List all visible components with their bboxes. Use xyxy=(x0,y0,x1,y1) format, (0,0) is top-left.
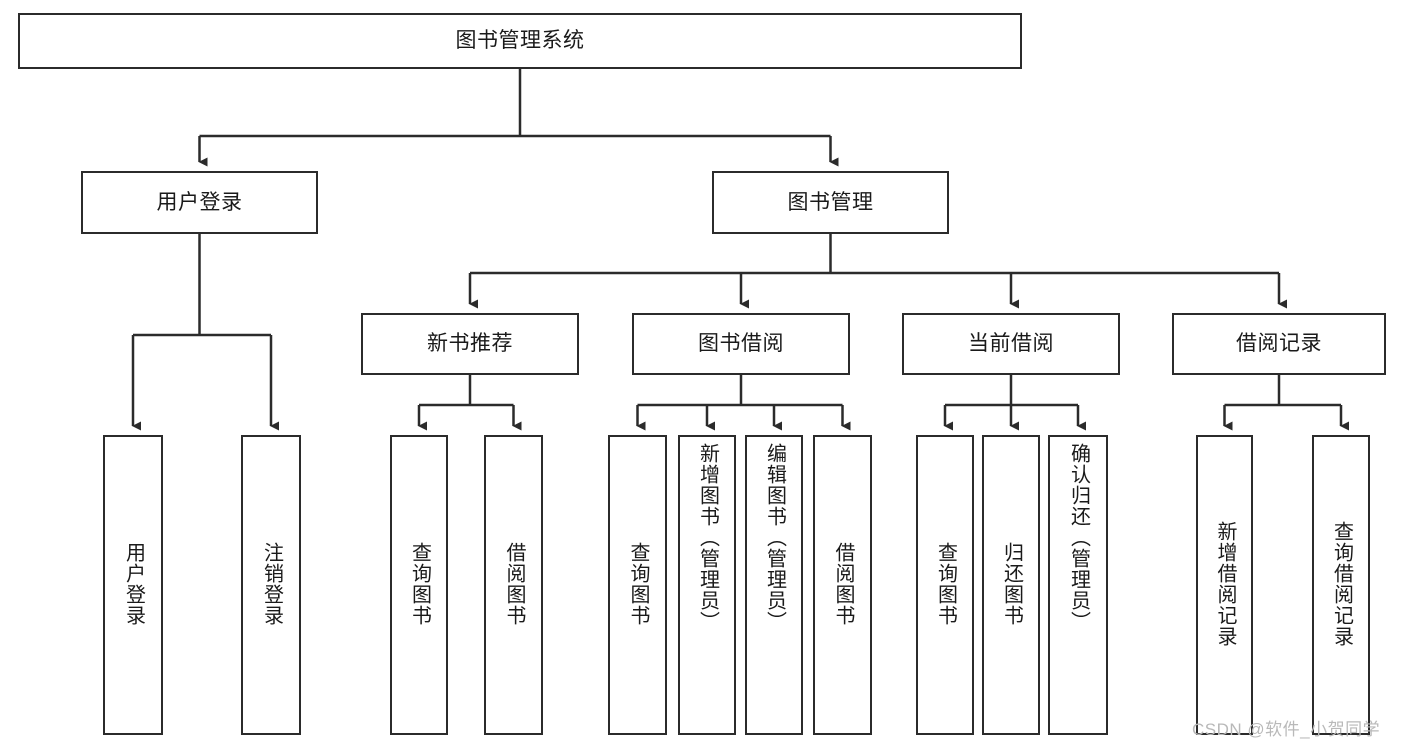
csdn-watermark: CSDN @软件_小贺同学 xyxy=(1192,720,1381,739)
node-label: 图书管理 xyxy=(787,190,874,214)
node-leaf-query-book-current[interactable]: 查询图书 xyxy=(916,435,974,735)
node-book-manage[interactable]: 图书管理 xyxy=(712,171,949,234)
node-leaf-query-book-rec[interactable]: 查询图书 xyxy=(390,435,448,735)
node-leaf-user-logout[interactable]: 注销登录 xyxy=(241,435,301,735)
node-leaf-query-borrow-record[interactable]: 查询借阅记录 xyxy=(1312,435,1370,735)
node-borrow-record[interactable]: 借阅记录 xyxy=(1172,313,1386,375)
node-leaf-borrow-book[interactable]: 借阅图书 xyxy=(813,435,872,735)
node-root[interactable]: 图书管理系统 xyxy=(18,13,1022,69)
node-leaf-add-book[interactable]: 新增图书（管理员） xyxy=(678,435,736,735)
node-label: 借阅图书 xyxy=(832,542,854,626)
node-label: 归还图书 xyxy=(1000,542,1023,626)
node-leaf-user-login[interactable]: 用户登录 xyxy=(103,435,163,735)
node-label: 查询图书 xyxy=(627,542,649,626)
node-new-book-recommend[interactable]: 新书推荐 xyxy=(361,313,579,375)
node-leaf-query-book-borrow[interactable]: 查询图书 xyxy=(608,435,667,735)
node-label: 新书推荐 xyxy=(427,332,513,356)
node-label: 查询图书 xyxy=(934,542,957,626)
node-label: 借阅图书 xyxy=(503,542,525,626)
node-label: 注销登录 xyxy=(260,542,283,626)
node-label: 图书借阅 xyxy=(698,332,784,356)
node-leaf-add-borrow-record[interactable]: 新增借阅记录 xyxy=(1196,435,1253,735)
node-label: 当前借阅 xyxy=(968,332,1054,356)
node-label: 用户登录 xyxy=(122,542,145,626)
node-label: 借阅记录 xyxy=(1236,332,1322,356)
node-label: 确认归还（管理员） xyxy=(1067,443,1090,632)
node-label: 查询借阅记录 xyxy=(1330,521,1353,647)
node-label: 图书管理系统 xyxy=(455,29,585,53)
node-leaf-return-book[interactable]: 归还图书 xyxy=(982,435,1040,735)
node-current-borrow[interactable]: 当前借阅 xyxy=(902,313,1120,375)
node-label: 用户登录 xyxy=(156,190,243,214)
node-user-login[interactable]: 用户登录 xyxy=(81,171,318,234)
node-label: 新增借阅记录 xyxy=(1214,521,1236,647)
node-leaf-edit-book[interactable]: 编辑图书（管理员） xyxy=(745,435,803,735)
node-leaf-confirm-return[interactable]: 确认归还（管理员） xyxy=(1048,435,1108,735)
node-leaf-borrow-book-rec[interactable]: 借阅图书 xyxy=(484,435,543,735)
node-label: 新增图书（管理员） xyxy=(696,443,719,632)
node-book-borrow[interactable]: 图书借阅 xyxy=(632,313,850,375)
node-label: 查询图书 xyxy=(408,542,431,626)
node-label: 编辑图书（管理员） xyxy=(763,443,786,632)
